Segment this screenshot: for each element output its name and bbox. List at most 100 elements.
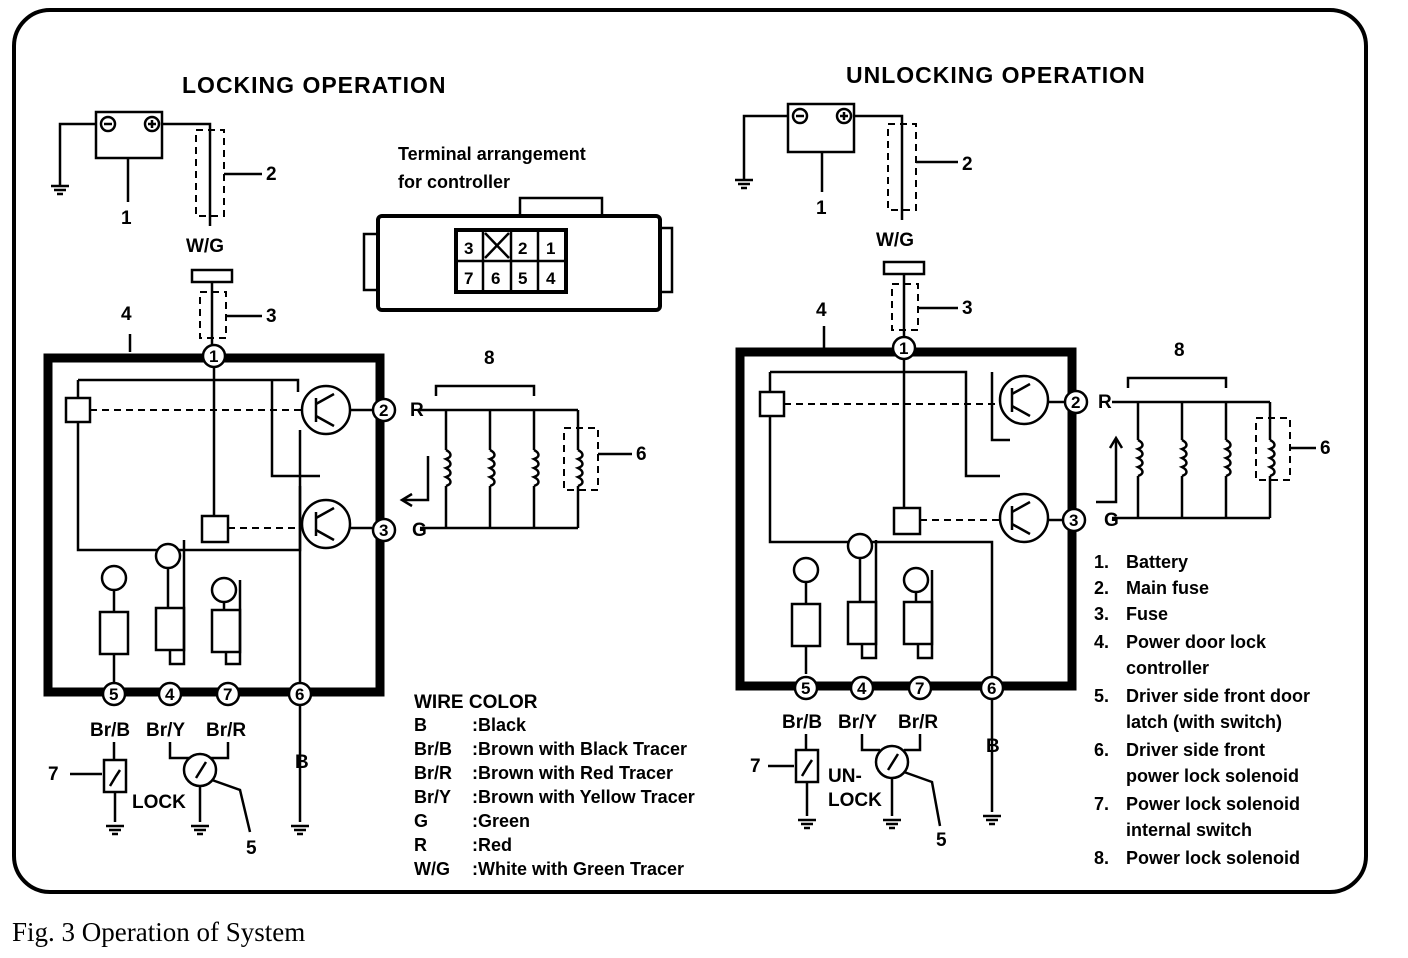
svg-text::White with Green Tracer: :White with Green Tracer (472, 859, 684, 879)
svg-text:4: 4 (546, 269, 556, 288)
svg-text:Br/B: Br/B (90, 720, 130, 741)
svg-text:Power door lock: Power door lock (1126, 632, 1267, 652)
svg-text:WIRE COLOR: WIRE COLOR (414, 692, 538, 713)
svg-text:1: 1 (209, 347, 218, 366)
svg-text:R: R (414, 835, 427, 855)
svg-text:6: 6 (491, 269, 500, 288)
svg-text:2: 2 (962, 154, 973, 175)
svg-text:power lock solenoid: power lock solenoid (1126, 766, 1299, 786)
svg-text:4.: 4. (1094, 632, 1109, 652)
component-legend: 1. Battery 2. Main fuse 3. Fuse 4. Power… (1094, 552, 1310, 868)
svg-text::Brown with Black Tracer: :Brown with Black Tracer (472, 739, 687, 759)
svg-text:Main fuse: Main fuse (1126, 578, 1209, 598)
locking-diagram: LOCKING OPERATION 1 2 W/G 3 4 1 (43, 72, 647, 859)
svg-text:for controller: for controller (398, 172, 510, 192)
svg-text:Battery: Battery (1126, 552, 1188, 572)
unlocking-diagram: UNLOCKING OPERATION 1 2 W/G 3 4 1 (733, 62, 1331, 851)
svg-text:8: 8 (484, 348, 495, 369)
svg-text:6: 6 (1320, 438, 1331, 459)
svg-text::Brown with Red Tracer: :Brown with Red Tracer (472, 763, 673, 783)
svg-text:3: 3 (1069, 511, 1078, 530)
svg-text:Br/R: Br/R (898, 712, 938, 733)
svg-text:Br/R: Br/R (414, 763, 452, 783)
unlocking-resistor-1 (790, 602, 822, 648)
svg-text:7: 7 (750, 756, 761, 777)
locking-relay-2 (200, 514, 230, 544)
svg-text:Power lock solenoid: Power lock solenoid (1126, 794, 1300, 814)
svg-text:5: 5 (246, 838, 257, 859)
svg-text:7: 7 (223, 685, 232, 704)
svg-text:6: 6 (636, 444, 647, 465)
svg-text:3: 3 (962, 298, 973, 319)
locking-driver-solenoid (563, 427, 599, 491)
svg-text:Fuse: Fuse (1126, 604, 1168, 624)
svg-text:LOCK: LOCK (828, 790, 882, 811)
svg-text:6: 6 (987, 679, 996, 698)
unlocking-connector (882, 260, 926, 276)
svg-text:8: 8 (1174, 340, 1185, 361)
diagram-frame (12, 8, 1368, 894)
svg-text:G: G (1104, 510, 1119, 531)
svg-text:R: R (1098, 392, 1112, 413)
svg-text:2.: 2. (1094, 578, 1109, 598)
svg-text:W/G: W/G (876, 230, 914, 251)
wire-color-table: WIRE COLOR B :Black Br/B :Brown with Bla… (414, 692, 695, 879)
svg-text:latch (with switch): latch (with switch) (1126, 712, 1282, 732)
svg-text:Br/B: Br/B (414, 739, 452, 759)
svg-text:G: G (414, 811, 428, 831)
svg-text:2: 2 (266, 164, 277, 185)
locking-current-arrow (399, 492, 413, 508)
unlocking-main-fuse (887, 123, 917, 211)
svg-text:Power lock solenoid: Power lock solenoid (1126, 848, 1300, 868)
svg-text:7.: 7. (1094, 794, 1109, 814)
svg-text:1: 1 (546, 239, 555, 258)
svg-text:Br/Y: Br/Y (838, 712, 877, 733)
svg-text:3: 3 (266, 306, 277, 327)
locking-resistor-3 (210, 608, 242, 654)
locking-battery (94, 110, 164, 160)
svg-text::Red: :Red (472, 835, 512, 855)
svg-text:6.: 6. (1094, 740, 1109, 760)
svg-text:4: 4 (165, 685, 175, 704)
svg-text:Driver side front door: Driver side front door (1126, 686, 1310, 706)
unlocking-current-arrow (1108, 435, 1124, 449)
svg-text:2: 2 (518, 239, 527, 258)
locking-relay-1 (64, 396, 92, 424)
svg-text:Br/B: Br/B (782, 712, 822, 733)
locking-title: LOCKING OPERATION (182, 72, 446, 98)
locking-transistor-2 (300, 498, 352, 550)
svg-text:B: B (414, 715, 427, 735)
svg-text:2: 2 (379, 401, 388, 420)
svg-text:5: 5 (801, 679, 810, 698)
svg-text:1.: 1. (1094, 552, 1109, 572)
svg-text:5: 5 (518, 269, 527, 288)
svg-text:internal switch: internal switch (1126, 820, 1252, 840)
unlocking-resistor-2 (846, 600, 878, 646)
svg-text:6: 6 (295, 685, 304, 704)
svg-text:5.: 5. (1094, 686, 1109, 706)
svg-text:Br/Y: Br/Y (146, 720, 185, 741)
svg-text::Black: :Black (472, 715, 527, 735)
svg-text:B: B (986, 736, 1000, 757)
svg-text:7: 7 (48, 764, 59, 785)
locking-main-fuse (195, 129, 225, 217)
svg-text:Br/Y: Br/Y (414, 787, 451, 807)
svg-text:3: 3 (379, 521, 388, 540)
svg-text:G: G (412, 520, 427, 541)
svg-text:7: 7 (915, 679, 924, 698)
unlocking-title: UNLOCKING OPERATION (846, 62, 1146, 88)
unlocking-resistor-3 (902, 600, 934, 646)
svg-text:4: 4 (857, 679, 867, 698)
svg-text:Br/R: Br/R (206, 720, 246, 741)
svg-text:controller: controller (1126, 658, 1209, 678)
svg-text:W/G: W/G (186, 236, 224, 257)
svg-text:Driver side front: Driver side front (1126, 740, 1265, 760)
svg-text:5: 5 (109, 685, 118, 704)
svg-text:1: 1 (121, 208, 132, 229)
svg-text:LOCK: LOCK (132, 792, 186, 813)
unlocking-transistor-1 (998, 374, 1050, 426)
svg-text:4: 4 (121, 304, 132, 325)
svg-text:UN-: UN- (828, 766, 862, 787)
svg-text:1: 1 (899, 339, 908, 358)
